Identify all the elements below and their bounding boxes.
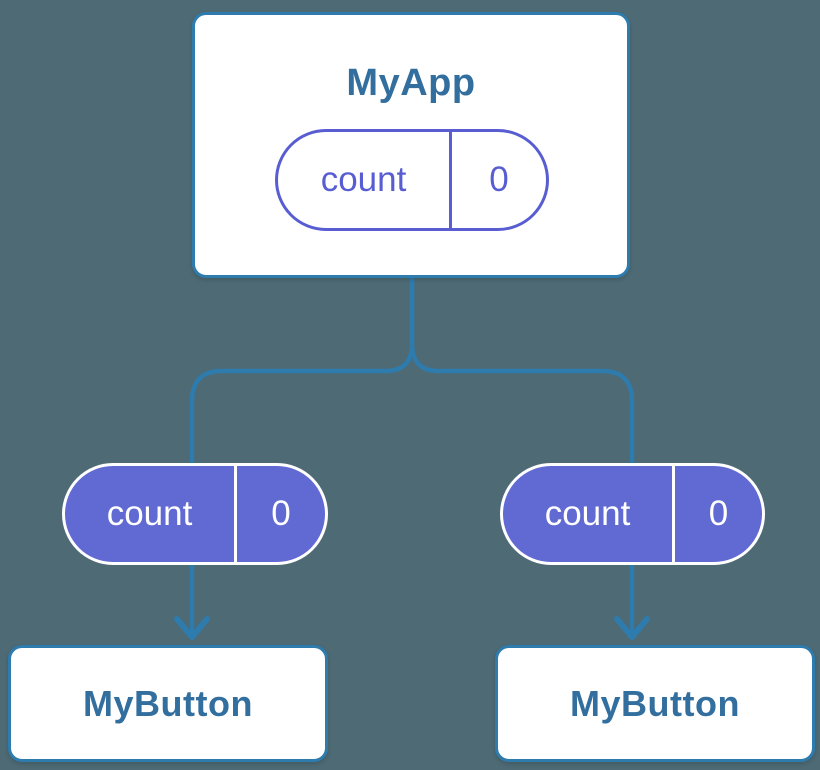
state-value: 0 (489, 160, 509, 199)
component-title: MyButton (570, 682, 740, 724)
component-title: MyApp (346, 62, 476, 104)
connector-branch-right (409, 275, 635, 633)
arrowhead-down-icon (174, 616, 210, 640)
arrowhead-down-icon (614, 616, 650, 640)
state-name: count (278, 132, 452, 228)
prop-value: 0 (708, 494, 729, 533)
connector-branch-left (189, 275, 415, 633)
prop-value: 0 (271, 494, 291, 533)
component-card-mybutton-left: MyButton (8, 645, 328, 762)
component-title: MyButton (83, 682, 253, 724)
prop-pill-left: count 0 (62, 463, 328, 565)
state-pill-root: count 0 (275, 129, 549, 231)
prop-pill-right: count 0 (500, 463, 765, 565)
component-card-mybutton-right: MyButton (495, 645, 815, 762)
prop-name: count (503, 466, 675, 562)
prop-name: count (65, 466, 237, 562)
